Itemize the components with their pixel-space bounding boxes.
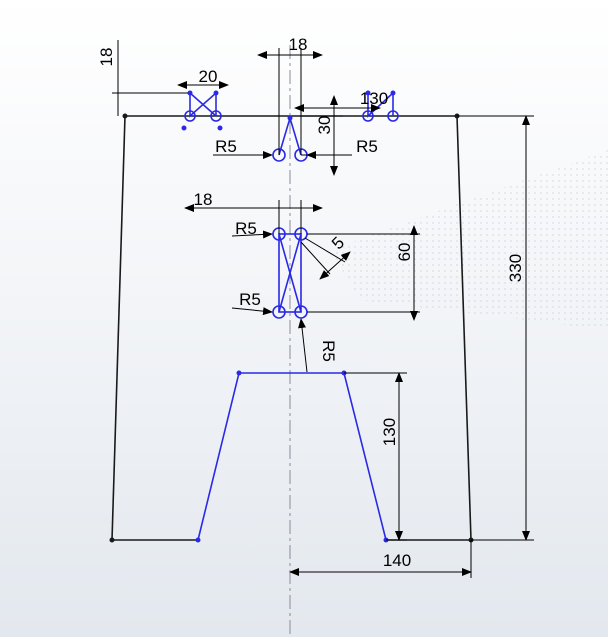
dim-r5-lower-left[interactable]: R5: [239, 290, 261, 309]
middle-slot-arc-bl[interactable]: [272, 305, 286, 319]
edge-points: [109, 113, 474, 543]
dim-r5-lower-right[interactable]: R5: [319, 340, 338, 362]
dim-30[interactable]: 30: [315, 116, 334, 135]
top-left-arc-1[interactable]: [184, 110, 196, 122]
left-edge[interactable]: [111, 115, 126, 541]
sketch-geometry[interactable]: [184, 91, 399, 541]
right-edge[interactable]: [456, 115, 472, 541]
dim-330[interactable]: 330: [506, 254, 525, 282]
dim-130-top[interactable]: 130: [360, 89, 388, 108]
top-right-arc-2[interactable]: [387, 110, 399, 122]
dim-r5-upper-left[interactable]: R5: [215, 137, 237, 156]
dim-18-mid[interactable]: 18: [194, 190, 213, 209]
dimension-lines[interactable]: [112, 40, 534, 578]
dim-140[interactable]: 140: [383, 551, 411, 570]
background-texture: [330, 150, 608, 330]
dim-60[interactable]: 60: [395, 243, 414, 262]
dim-r5-mid-left[interactable]: R5: [235, 219, 257, 238]
dim-18-top-center[interactable]: 18: [289, 35, 308, 54]
lower-notch[interactable]: [197, 372, 387, 541]
dim-20[interactable]: 20: [199, 67, 218, 86]
middle-slot-diagonal-2[interactable]: [278, 233, 302, 313]
dim-130-lower[interactable]: 130: [380, 418, 399, 446]
middle-slot[interactable]: [278, 233, 302, 313]
dim-18-top-left[interactable]: 18: [97, 48, 116, 67]
top-left-arc-2[interactable]: [210, 110, 222, 122]
outer-profile[interactable]: [111, 115, 472, 541]
dim-r5-upper-right[interactable]: R5: [356, 137, 378, 156]
